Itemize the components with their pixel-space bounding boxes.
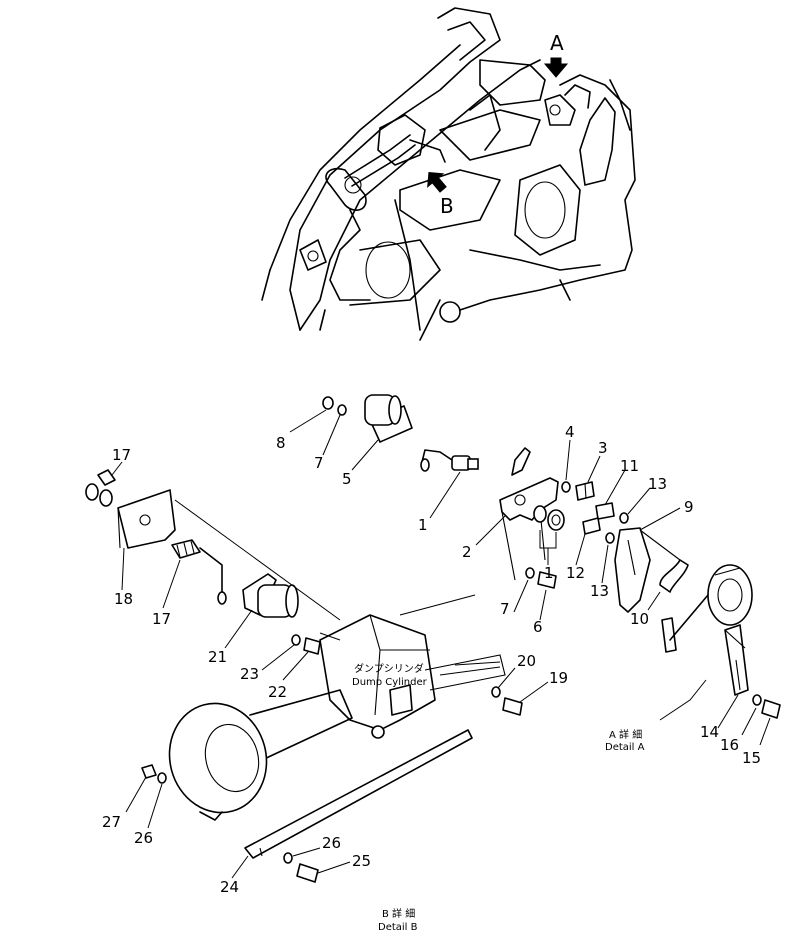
callout-7-top: 7 [314, 454, 324, 472]
callout-13-top: 13 [648, 475, 667, 493]
callout-16: 16 [720, 736, 739, 754]
callout-20: 20 [517, 652, 536, 670]
callout-7-bottom: 7 [500, 600, 510, 618]
cylinder-label-jp: ダンプシリンダ [354, 662, 424, 675]
callout-1-washers: 1 [544, 564, 554, 582]
callout-19: 19 [549, 669, 568, 687]
detail-b-caption: B 詳 細 Detail B [378, 907, 418, 933]
callout-21: 21 [208, 648, 227, 666]
callout-1-sensor: 1 [418, 516, 428, 534]
callout-15: 15 [742, 749, 761, 767]
callout-17-top: 17 [112, 446, 131, 464]
callout-26-left: 26 [134, 829, 153, 847]
callout-10: 10 [630, 610, 649, 628]
view-arrow-a: A [543, 31, 569, 78]
detail-a-caption-en: Detail A [605, 742, 645, 753]
view-label-b: B [440, 194, 454, 218]
switch-assembly-5 [322, 394, 413, 443]
callout-24: 24 [220, 878, 239, 896]
callout-3: 3 [598, 439, 608, 457]
callout-26-bottom: 26 [322, 834, 341, 852]
callout-6: 6 [533, 618, 543, 636]
callout-11: 11 [620, 457, 639, 475]
callout-27: 27 [102, 813, 121, 831]
callout-17-sensor: 17 [152, 610, 171, 628]
loader-frame-overview [261, 7, 636, 341]
callout-18: 18 [114, 590, 133, 608]
detail-b-parts [85, 469, 523, 883]
dump-cylinder-label: ダンプシリンダ Dump Cylinder [352, 662, 428, 688]
detail-a-caption-jp: A 詳 細 [609, 728, 642, 741]
callout-23: 23 [240, 665, 259, 683]
view-arrow-b: B [427, 172, 454, 218]
detail-a-caption: A 詳 細 Detail A [605, 728, 645, 753]
callout-9: 9 [684, 498, 694, 516]
cylinder-label-en: Dump Cylinder [352, 677, 428, 688]
callout-4: 4 [565, 423, 575, 441]
callout-2: 2 [462, 543, 472, 561]
detail-b-caption-en: Detail B [378, 922, 418, 933]
detail-a-parts [420, 447, 781, 721]
callout-numbers: 8 7 5 1 2 1 4 3 11 13 9 12 13 7 6 10 14 … [102, 423, 761, 896]
callout-8: 8 [276, 434, 286, 452]
callout-14: 14 [700, 723, 719, 741]
callout-22: 22 [268, 683, 287, 701]
callout-25: 25 [352, 852, 371, 870]
callout-leaders [111, 409, 771, 879]
callout-13-bottom: 13 [590, 582, 609, 600]
callout-5: 5 [342, 470, 352, 488]
callout-12: 12 [566, 564, 585, 582]
detail-b-caption-jp: B 詳 細 [382, 907, 415, 920]
view-label-a: A [550, 31, 564, 55]
